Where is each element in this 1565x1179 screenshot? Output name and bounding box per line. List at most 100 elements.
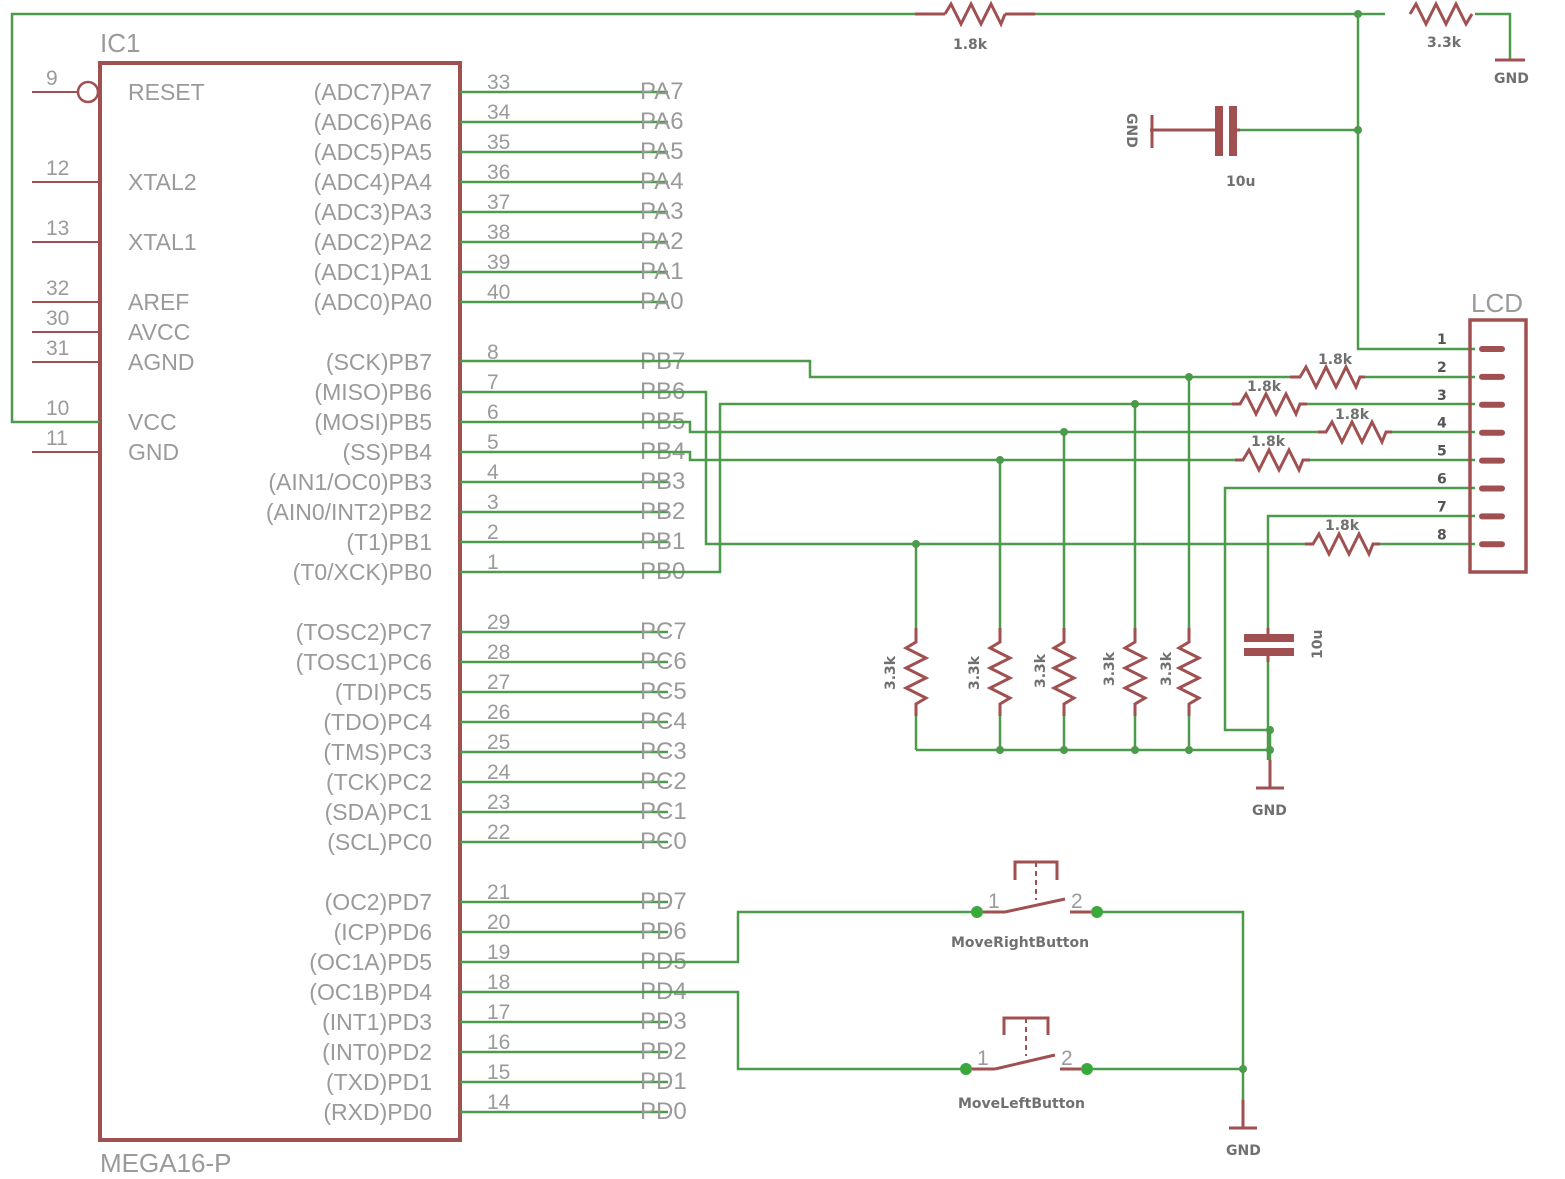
ic-pin-label: (ADC0)PA0: [314, 289, 432, 315]
ic-pin-number: 12: [46, 157, 69, 180]
gnd-symbol-cap: GND: [1123, 113, 1154, 148]
resistor-top-series: 1.8k: [915, 0, 1035, 53]
net-label: PA0: [640, 288, 684, 315]
ic-pin-label: (ADC2)PA2: [314, 229, 432, 255]
junction-dot: [1131, 746, 1139, 754]
cap-plate: [1244, 634, 1294, 642]
gnd-label: GND: [1123, 113, 1139, 148]
ic-pin-number: 26: [487, 701, 510, 724]
ic-pin-number: 32: [46, 277, 69, 300]
junction-dot: [1131, 400, 1139, 408]
ic-pin-number: 4: [487, 461, 499, 484]
resistor-zigzag: [1305, 530, 1380, 558]
ic-pin-label: AREF: [128, 289, 189, 315]
ic-pin-number: 33: [487, 71, 510, 94]
resistor-pulldown-5: 3.3k: [1159, 628, 1203, 716]
gnd-label: GND: [1226, 1143, 1261, 1159]
lcd-pin-number: 4: [1437, 416, 1447, 432]
resistor-value: 1.8k: [1247, 379, 1282, 395]
ic-pin-label: (T0/XCK)PB0: [293, 559, 432, 585]
capacitor-right: 10u: [1244, 628, 1326, 662]
lcd-pin-number: 1: [1437, 332, 1447, 348]
wire-lcd-pin4: [460, 420, 1318, 434]
net-label: PC4: [640, 708, 687, 735]
junction-dot: [912, 540, 920, 548]
junction-dot: [1354, 126, 1362, 134]
button-pin1: 1: [977, 1047, 989, 1070]
wire-lcd-pin7: [1266, 514, 1475, 628]
net-label: PA2: [640, 228, 684, 255]
resistor-value: 1.8k: [1251, 434, 1286, 450]
ic-pin-number: 31: [46, 337, 69, 360]
reset-inversion-bubble: [76, 80, 100, 104]
lcd-pin-number: 7: [1437, 499, 1447, 515]
ic-name: IC1: [100, 28, 140, 58]
resistor-value: 3.3k: [1033, 653, 1049, 688]
net-label: PC0: [640, 828, 687, 855]
ic-pin-label: (OC1A)PD5: [309, 949, 432, 975]
ic-pin-label: (SS)PB4: [343, 439, 433, 465]
ic-pin-number: 8: [487, 341, 499, 364]
ic-pin-number: 24: [487, 761, 511, 784]
lcd-pin-number: 8: [1437, 527, 1447, 543]
ic-pin-number: 14: [487, 1091, 511, 1114]
wire-lcd-pin6: [1223, 486, 1475, 732]
resistor-value: 1.8k: [1325, 518, 1360, 534]
junction-dot: [1354, 10, 1362, 18]
net-label: PC3: [640, 738, 687, 765]
ic-pin-label: (MISO)PB6: [314, 379, 432, 405]
move-left-button: 1 2 MoveLeftButton: [958, 1016, 1093, 1112]
cap-plate: [1215, 106, 1223, 156]
wire-lcd-pin3: [460, 402, 1232, 574]
wire-lcd-pin8: [460, 390, 1305, 546]
net-label: PD2: [640, 1038, 687, 1065]
ic-pin-label: (ADC6)PA6: [314, 109, 432, 135]
ic-pin-label: (ADC5)PA5: [314, 139, 432, 165]
ic-pin-label: (TOSC2)PC7: [296, 619, 432, 645]
ic-pin-number: 13: [46, 217, 69, 240]
junction-dot: [996, 746, 1004, 754]
ic-pin-label: (OC1B)PD4: [309, 979, 432, 1005]
ic-pin-number: 39: [487, 251, 510, 274]
move-right-button: 1 2 MoveRightButton: [951, 860, 1103, 951]
ic-pin-number: 11: [46, 427, 68, 450]
ic-pin-label: (SCK)PB7: [326, 349, 432, 375]
resistor-zigzag: [1232, 390, 1307, 418]
ic-pin-number: 3: [487, 491, 499, 514]
ic-body: [98, 61, 462, 1142]
ic-pin-number: 1: [487, 551, 499, 574]
junctions: [912, 10, 1362, 1073]
ic-pin-label: (TDO)PC4: [323, 709, 432, 735]
ic-pin-label: (ADC1)PA1: [314, 259, 432, 285]
ic-pin-number: 2: [487, 521, 499, 544]
ic-pin-label: (TMS)PC3: [323, 739, 432, 765]
resistor-pulldown-4: 3.3k: [1102, 628, 1149, 716]
ic-pin-label: AVCC: [128, 319, 190, 345]
net-label: PA4: [640, 168, 684, 195]
resistor-zigzag: [1290, 363, 1365, 391]
junction-dot: [1185, 373, 1193, 381]
lcd-name: LCD: [1471, 288, 1523, 318]
ic-pin-number: 20: [487, 911, 510, 934]
ic-pin-label: RESET: [128, 79, 205, 105]
ic-pin-number: 21: [487, 881, 510, 904]
resistor-value: 1.8k: [953, 37, 988, 53]
ic-pin-number: 5: [487, 431, 499, 454]
ic-pin-number: 9: [46, 67, 58, 90]
ic-pin-label: (ADC3)PA3: [314, 199, 432, 225]
resistor-zigzag: [1121, 628, 1149, 716]
wire-pd4-button: [460, 990, 966, 1071]
ic-pin-label: (TCK)PC2: [326, 769, 432, 795]
junction-dot: [1060, 428, 1068, 436]
net-label: PA3: [640, 198, 684, 225]
lcd-series-resistors: 1.8k 1.8k 1.8k 1.8k 1.8k: [1232, 352, 1392, 558]
ic-pin-label: (SCL)PC0: [327, 829, 432, 855]
wire-lcd-pin5: [460, 450, 1235, 462]
junction-dot: [1239, 1065, 1247, 1073]
button-terminal: [1091, 906, 1103, 918]
net-label: PC2: [640, 768, 687, 795]
ic-pin-label: (SDA)PC1: [325, 799, 432, 825]
